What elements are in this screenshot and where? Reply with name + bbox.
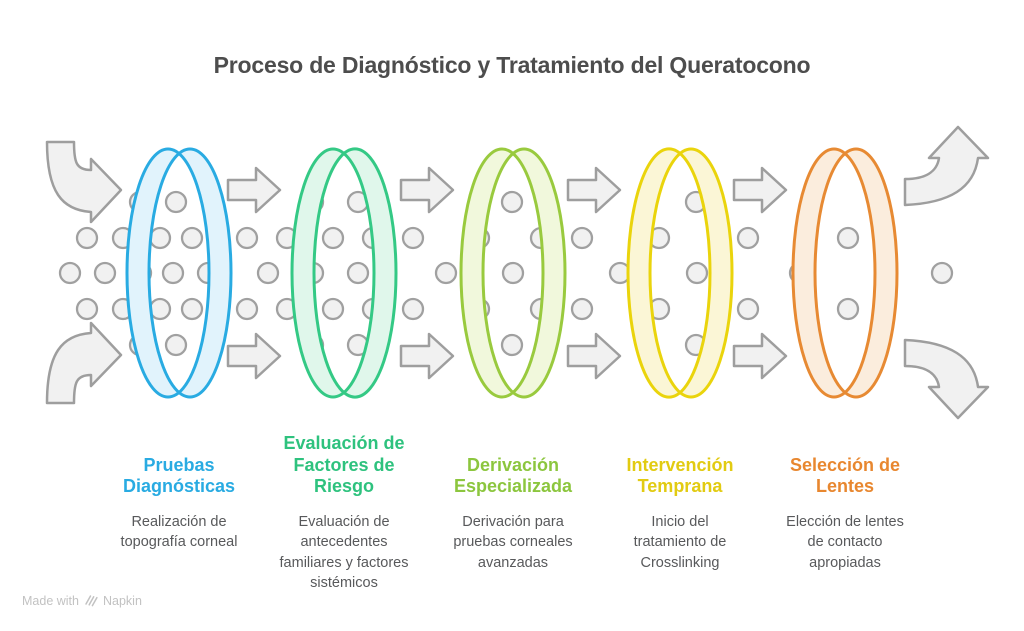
step-title: Derivación Especializada [453,454,573,497]
dot [501,261,525,285]
dot [570,226,594,250]
flow-arrow [732,166,788,214]
step-title: Evaluación de Factores de Riesgo [283,433,405,497]
dot [685,261,709,285]
napkin-logo-icon [85,595,98,607]
dot [75,226,99,250]
dot [930,261,954,285]
flow-arrow [399,166,455,214]
dot [148,226,172,250]
dot [401,226,425,250]
dot [161,261,185,285]
dot [401,297,425,321]
ring-5 [791,147,899,399]
dot [58,261,82,285]
ring-1 [125,147,233,399]
dot [93,261,117,285]
dot [164,190,188,214]
output-arrow-top [903,125,990,207]
diagram-title: Proceso de Diagnóstico y Tratamiento del… [213,52,811,78]
dot [500,190,524,214]
dot [346,261,370,285]
flow-arrow [566,166,622,214]
input-arrow-top [45,140,123,224]
step-title: Intervención Temprana [626,454,734,497]
dot [736,226,760,250]
dot [256,261,280,285]
dot [836,297,860,321]
output-arrow-bottom [903,338,990,420]
step-description: Derivación para pruebas corneales avanza… [453,514,573,571]
dot [500,333,524,357]
ring-2 [290,147,398,399]
dot [570,297,594,321]
flow-arrow [399,332,455,380]
brand-name: Napkin [102,593,142,608]
dot [180,226,204,250]
step-description: Elección de lentes de contacto apropiada… [786,514,904,571]
dot [180,297,204,321]
ring-4 [626,147,734,399]
step-description: Evaluación de antecedentes familiares y … [279,514,409,591]
dot [148,297,172,321]
input-arrow-bottom [45,321,123,405]
ring-3 [459,147,567,399]
attribution: Made with Napkin [22,593,142,608]
dot [75,297,99,321]
flow-arrow [226,332,282,380]
flow-arrow [226,166,282,214]
step-title: Selección de Lentes [789,454,901,497]
dot [736,297,760,321]
dot [321,297,345,321]
dot [321,226,345,250]
step-description: Realización de topografía corneal [120,514,238,551]
flow-arrow [566,332,622,380]
dot [235,297,259,321]
dot [235,226,259,250]
made-with-text: Made with [22,593,79,608]
step-title: Pruebas Diagnósticas [122,454,236,497]
dot [836,226,860,250]
step-description: Inicio del tratamiento de Crosslinking [633,514,727,571]
flow-arrow [732,332,788,380]
dot [164,333,188,357]
dot [434,261,458,285]
